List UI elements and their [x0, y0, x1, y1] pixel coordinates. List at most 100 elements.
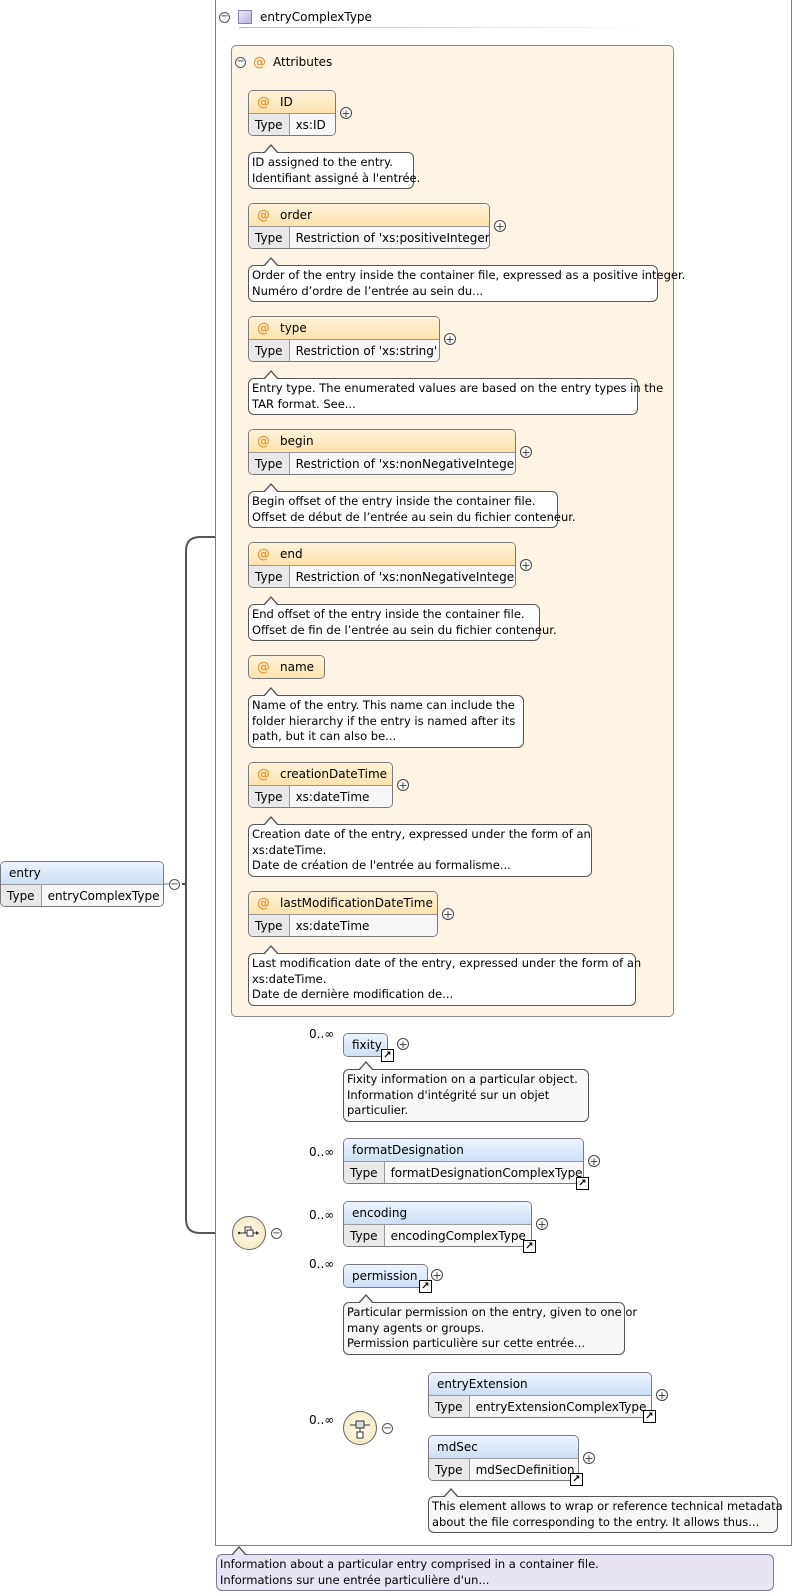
root-element-doc: Information about a particular entry com… [216, 1546, 774, 1591]
type-value: Restriction of 'xs:nonNegativeInteger' [289, 566, 515, 587]
attribute-creation-date-time-doc: Creation date of the entry, expressed un… [248, 816, 592, 877]
type-value: xs:ID [289, 114, 335, 135]
attribute-name: name [280, 660, 315, 674]
type-value: Restriction of 'xs:positiveInteger' [289, 227, 489, 248]
attribute-end-doc: End offset of the entry inside the conta… [248, 596, 557, 641]
type-value: Restriction of 'xs:string' [289, 340, 439, 361]
element-name: permission [344, 1265, 427, 1287]
attribute-order-expand-icon[interactable]: + [494, 219, 506, 233]
md-sec-reference-icon[interactable]: ↗ [570, 1473, 583, 1486]
md-sec-expand-icon[interactable]: + [583, 1451, 595, 1465]
complex-type-header: − entryComplexType [219, 6, 649, 28]
attribute-id-expand-icon[interactable]: + [340, 106, 352, 120]
type-value: formatDesignationComplexType [384, 1162, 583, 1183]
entry-extension-reference-icon[interactable]: ↗ [643, 1410, 656, 1423]
sequence-compositor-icon[interactable] [232, 1216, 266, 1250]
attribute-order-doc: Order of the entry inside the container … [248, 257, 685, 302]
sequence-collapse-icon[interactable]: − [271, 1227, 282, 1239]
choice-collapse-icon[interactable]: − [382, 1422, 393, 1434]
attribute-type-doc: Entry type. The enumerated values are ba… [248, 370, 663, 415]
attribute-last-modification-date-time-expand-icon[interactable]: + [442, 907, 454, 921]
attribute-end-expand-icon[interactable]: + [520, 558, 532, 572]
type-value: encodingComplexType [384, 1225, 531, 1246]
attributes-collapse-icon[interactable]: − [235, 56, 246, 68]
type-value: entryComplexType [41, 885, 163, 906]
attribute-name: order [280, 208, 312, 222]
attribute-group-icon: @ [253, 54, 266, 70]
element-name: entry [1, 862, 163, 884]
attribute-begin-expand-icon[interactable]: + [520, 445, 532, 459]
type-label: Type [249, 453, 290, 474]
format-designation-reference-icon[interactable]: ↗ [576, 1177, 589, 1190]
encoding-reference-icon[interactable]: ↗ [523, 1240, 536, 1253]
type-label: Type [429, 1396, 470, 1417]
fixity-multiplicity: 0..∞ [309, 1027, 335, 1041]
element-name: entryExtension [429, 1373, 651, 1395]
attribute-icon: @ [257, 546, 270, 562]
format-designation-multiplicity: 0..∞ [309, 1145, 335, 1159]
attribute-icon: @ [257, 207, 270, 223]
attribute-name-box[interactable]: @ name [248, 655, 325, 679]
fixity-expand-icon[interactable]: + [397, 1037, 409, 1051]
attribute-begin-doc: Begin offset of the entry inside the con… [248, 483, 576, 528]
attribute-icon: @ [257, 659, 270, 675]
type-label: Type [344, 1162, 385, 1183]
type-label: Type [249, 566, 290, 587]
element-fixity[interactable]: fixity [343, 1033, 388, 1057]
attribute-name: creationDateTime [280, 767, 388, 781]
element-name: fixity [344, 1034, 387, 1056]
attribute-creation-date-time-expand-icon[interactable]: + [397, 778, 409, 792]
permission-expand-icon[interactable]: + [431, 1268, 443, 1282]
attribute-icon: @ [257, 895, 270, 911]
encoding-multiplicity: 0..∞ [309, 1208, 335, 1222]
attribute-icon: @ [257, 320, 270, 336]
attribute-last-modification-date-time-doc: Last modification date of the entry, exp… [248, 945, 641, 1006]
complex-type-collapse-icon[interactable]: − [219, 11, 230, 23]
type-label: Type [249, 915, 290, 936]
choice-compositor-icon[interactable] [343, 1411, 377, 1445]
complex-type-icon [238, 10, 252, 24]
type-label: Type [249, 340, 290, 361]
type-label: Type [344, 1225, 385, 1246]
entry-extension-expand-icon[interactable]: + [656, 1388, 668, 1402]
attribute-name: lastModificationDateTime [280, 896, 433, 910]
encoding-expand-icon[interactable]: + [536, 1217, 548, 1231]
attributes-header: − @ Attributes [235, 52, 565, 72]
complex-type-name: entryComplexType [260, 10, 372, 24]
root-element-collapse-icon[interactable]: − [169, 878, 180, 890]
attribute-name: end [280, 547, 303, 561]
attribute-type-expand-icon[interactable]: + [444, 332, 456, 346]
format-designation-expand-icon[interactable]: + [588, 1154, 600, 1168]
type-label: Type [429, 1459, 470, 1480]
attribute-name: ID [280, 95, 293, 109]
element-permission[interactable]: permission [343, 1264, 428, 1288]
fixity-reference-icon[interactable]: ↗ [381, 1049, 394, 1062]
type-value: xs:dateTime [289, 915, 437, 936]
attribute-name: type [280, 321, 307, 335]
type-value: xs:dateTime [289, 786, 392, 807]
permission-reference-icon[interactable]: ↗ [419, 1280, 432, 1293]
attribute-name: begin [280, 434, 314, 448]
attribute-icon: @ [257, 94, 270, 110]
attribute-name-doc: Name of the entry. This name can include… [248, 687, 524, 748]
type-value: Restriction of 'xs:nonNegativeInteger' [289, 453, 515, 474]
type-label: Type [249, 227, 290, 248]
attributes-title: Attributes [273, 55, 333, 69]
type-value: mdSecDefinition [469, 1459, 578, 1480]
permission-multiplicity: 0..∞ [309, 1257, 335, 1271]
fixity-doc: Fixity information on a particular objec… [343, 1061, 589, 1122]
md-sec-doc: This element allows to wrap or reference… [428, 1488, 783, 1533]
type-value: entryExtensionComplexType [469, 1396, 651, 1417]
